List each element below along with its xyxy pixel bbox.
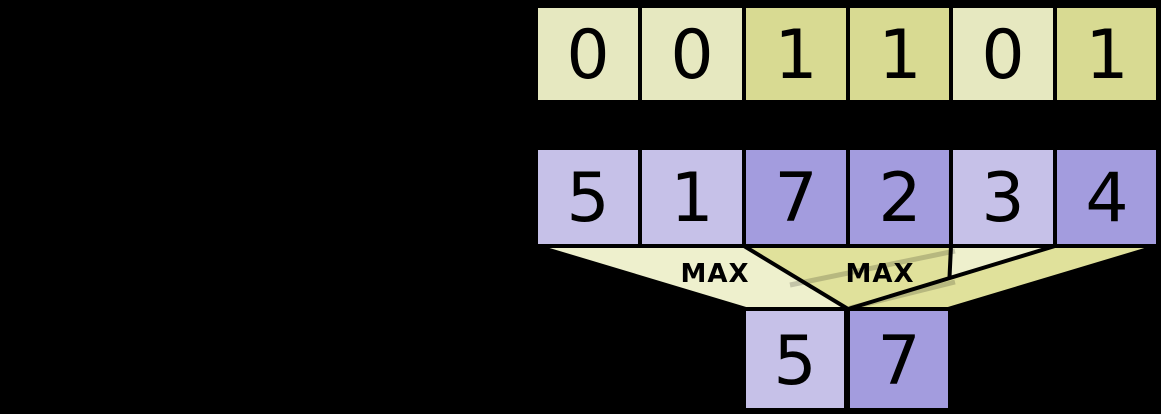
mask-cell-value: 0 [981, 16, 1024, 95]
value-cell-value: 1 [670, 159, 713, 238]
result-cell [846, 307, 952, 412]
value-cell-value: 4 [1085, 159, 1128, 238]
overlapped-funnel-edge [849, 279, 956, 311]
max-label-left: MAX [680, 259, 749, 289]
mask-cell [638, 4, 746, 104]
mask-cell [534, 4, 642, 104]
mask-cell-value: 0 [670, 16, 713, 95]
value-cell [1053, 146, 1160, 248]
result-row: 5 7 [742, 307, 952, 412]
value-cell [742, 146, 850, 248]
mask-cell-value: 1 [878, 16, 921, 95]
mask-cell-value: 1 [1085, 16, 1128, 95]
max-label-right: MAX [845, 259, 914, 289]
overlapped-funnel-edge [789, 248, 956, 288]
result-cell-value: 5 [773, 322, 816, 401]
value-row: 5 1 7 2 3 4 [534, 146, 1160, 248]
value-cell [846, 146, 953, 248]
value-cell [638, 146, 746, 248]
result-cell-value: 7 [877, 322, 920, 401]
value-cell-value: 3 [981, 159, 1024, 238]
value-cell-value: 5 [566, 159, 609, 238]
mask-cell [846, 4, 953, 104]
mask-cell [1053, 4, 1160, 104]
mask-row: 0 0 1 1 0 1 [534, 4, 1160, 104]
mask-cell-value: 0 [566, 16, 609, 95]
value-cell-value: 7 [774, 159, 817, 238]
mask-cell-value: 1 [774, 16, 817, 95]
value-cell [949, 146, 1057, 248]
value-cell-value: 2 [878, 159, 921, 238]
